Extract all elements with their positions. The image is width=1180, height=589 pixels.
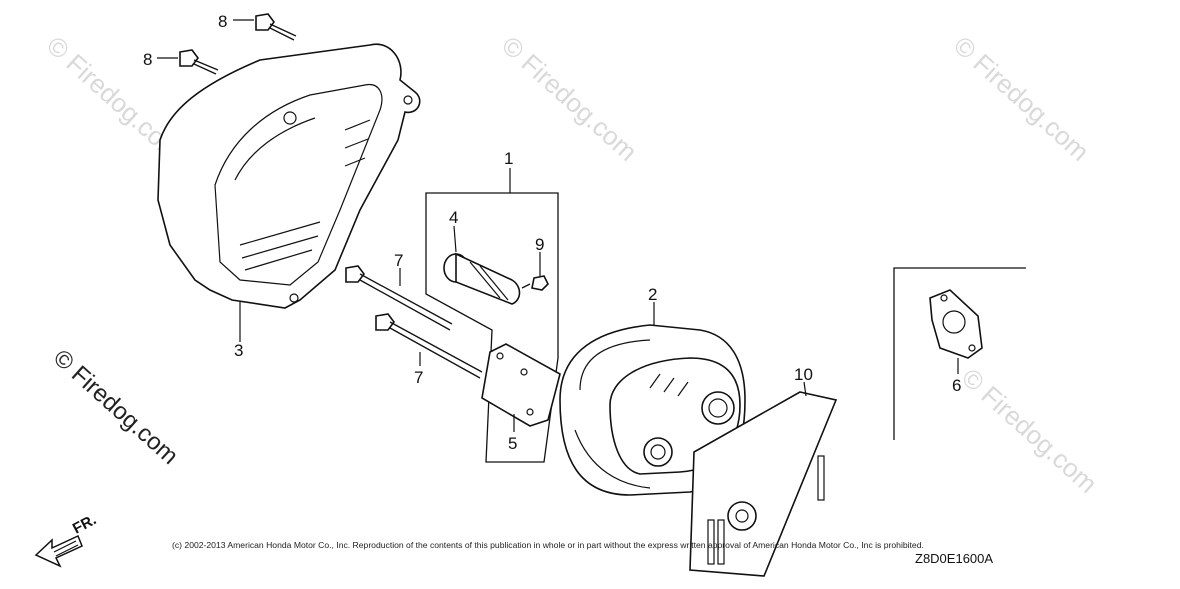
leader-10: [803, 381, 807, 397]
watermark-right: © Firedog.com: [956, 362, 1103, 499]
watermark-top-center: © Firedog.com: [496, 30, 643, 167]
callout-8b: 8: [143, 50, 152, 69]
tapping-screw: [521, 275, 549, 291]
callout-7b: 7: [414, 368, 423, 387]
diagram-code: Z8D0E1600A: [915, 551, 993, 566]
inset-frame: [893, 267, 1026, 440]
callout-2: 2: [648, 285, 657, 304]
callout-6: 6: [952, 376, 961, 395]
watermark-top-right: © Firedog.com: [948, 30, 1095, 167]
copyright-notice: (c) 2002-2013 American Honda Motor Co., …: [172, 540, 924, 550]
assembly-bracket-line: [425, 192, 559, 463]
callout-10: 10: [794, 365, 813, 384]
leader-4: [453, 225, 457, 253]
muffler-plate: [689, 391, 838, 577]
flange-bolt-lower: [179, 49, 219, 75]
muffler-stud-bolt-lower: [375, 313, 483, 379]
callout-3: 3: [234, 341, 243, 360]
callout-4: 4: [449, 208, 458, 227]
muffler-stud-bolt-upper: [345, 265, 453, 331]
direction-label: FR.: [70, 511, 99, 537]
muffler-protector: [157, 43, 421, 309]
muffler-gasket: [481, 343, 561, 427]
callout-5: 5: [508, 434, 517, 453]
callout-1: 1: [504, 149, 513, 168]
front-direction-arrow: FR.: [34, 511, 99, 568]
spark-arrester: [443, 252, 521, 305]
watermark-left: © Firedog.com: [48, 344, 183, 470]
exhaust-gasket-inset: [929, 289, 983, 359]
callout-8a: 8: [218, 12, 227, 31]
callout-9: 9: [535, 235, 544, 254]
flange-bolt-upper: [255, 13, 297, 41]
callout-7a: 7: [394, 251, 403, 270]
